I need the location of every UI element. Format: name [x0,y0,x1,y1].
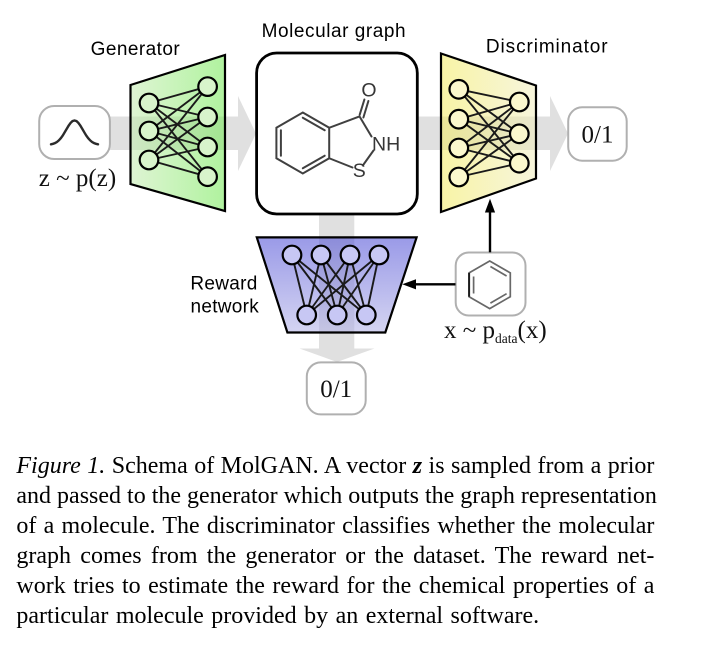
svg-text:S: S [353,160,366,182]
svg-text:Generator: Generator [91,39,181,60]
svg-text:NH: NH [372,134,400,156]
svg-text:z ~ p(z): z ~ p(z) [39,165,116,192]
svg-text:x ~ pdata(x): x ~ pdata(x) [444,317,547,346]
svg-text:Discriminator: Discriminator [486,37,609,58]
svg-text:0/1: 0/1 [582,122,614,149]
svg-text:0/1: 0/1 [320,376,352,403]
svg-text:Reward: Reward [190,274,257,295]
svg-text:O: O [361,80,376,102]
svg-text:network: network [190,296,259,317]
svg-text:Molecular graph: Molecular graph [262,21,407,42]
